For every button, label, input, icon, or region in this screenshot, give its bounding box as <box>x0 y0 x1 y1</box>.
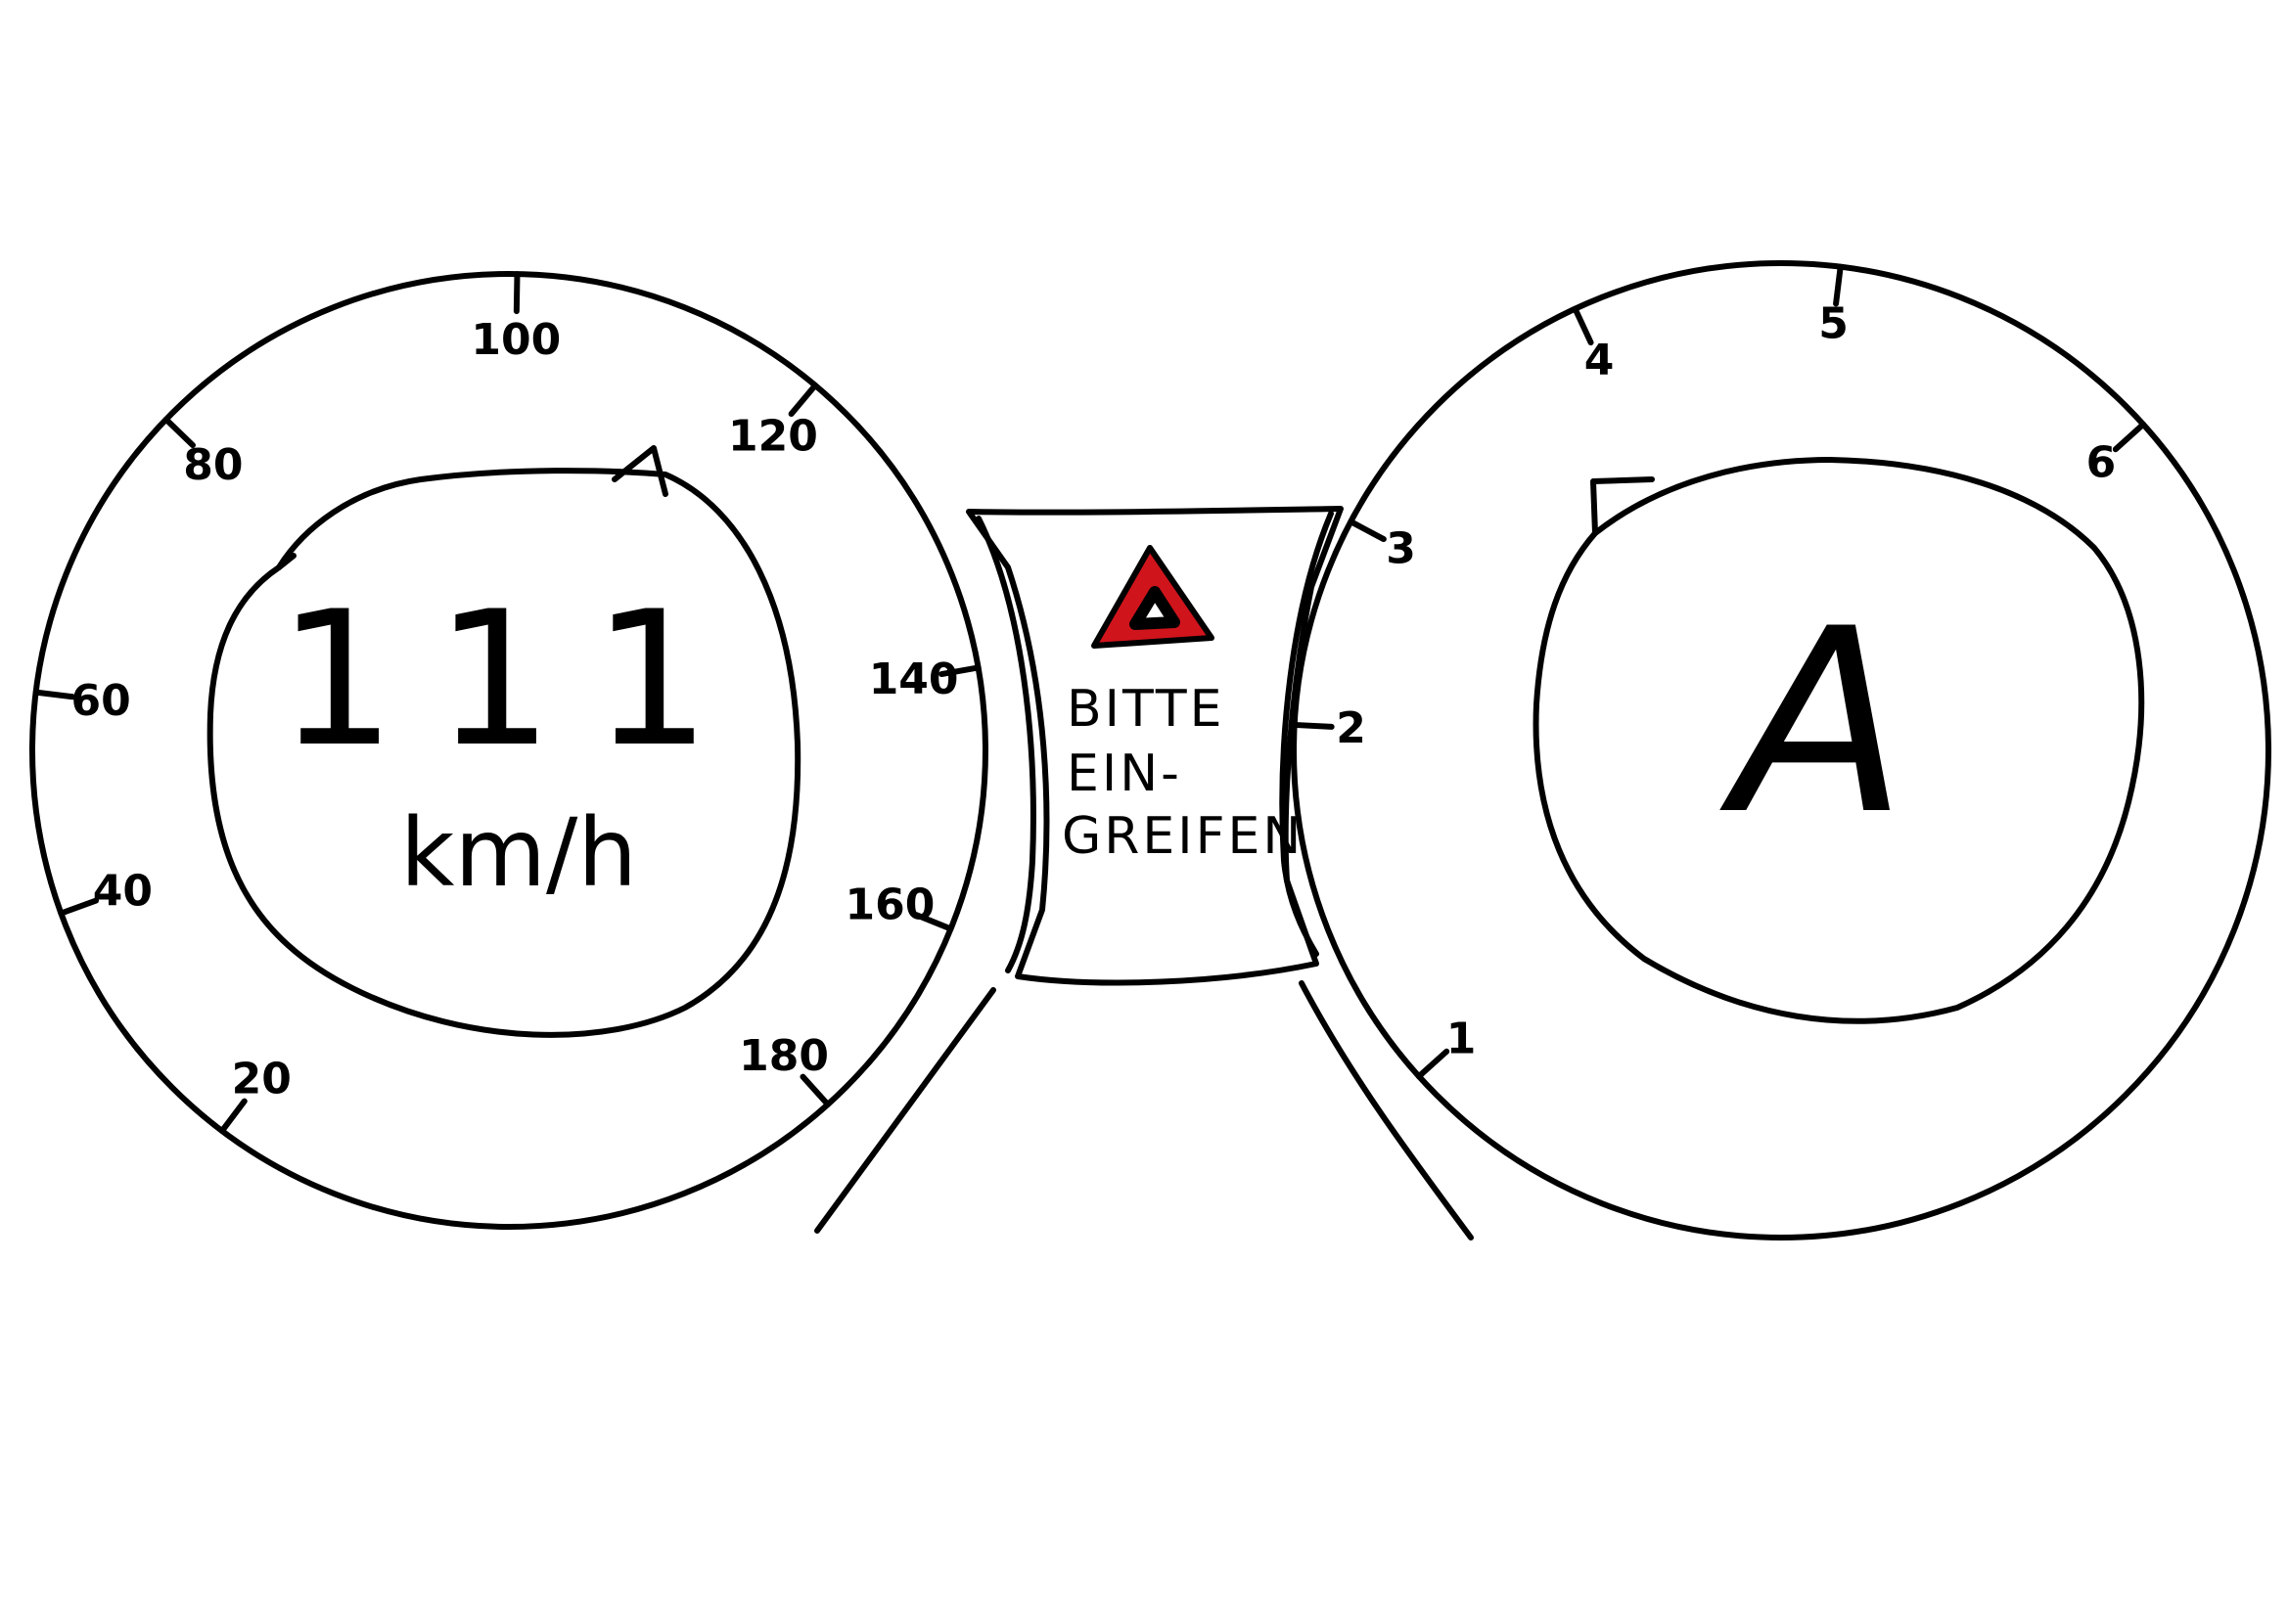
speed-tick-140 <box>938 664 982 678</box>
speed-tick-label-60: 60 <box>71 676 131 726</box>
gear-dial-scale: 1 2 3 4 5 6 <box>1291 263 2147 1080</box>
gear-tick-1 <box>1415 1048 1450 1080</box>
speed-tick-100 <box>513 271 521 315</box>
warning-line-1: BITTE <box>1067 680 1224 739</box>
speedometer-inner-display <box>206 468 801 1038</box>
speedometer-inner-notch <box>276 553 297 570</box>
right-divider-arc <box>1279 511 1334 957</box>
speedometer-outer-ring <box>29 271 988 1230</box>
gear-tick-label-1: 1 <box>1446 1014 1477 1063</box>
speed-tick-label-180: 180 <box>739 1031 829 1081</box>
gear-marker-icon <box>1590 476 1655 536</box>
gear-tick-label-4: 4 <box>1584 336 1615 385</box>
gear-dial-inner-display <box>1533 457 2145 1024</box>
speed-tick-label-140: 140 <box>869 654 959 704</box>
speedometer-scale: 20 40 60 80 100 120 140 160 180 <box>32 271 982 1134</box>
warning-line-3: GREIFEN <box>1062 807 1304 866</box>
gear-tick-5 <box>1833 263 1844 307</box>
speed-tick-60 <box>32 689 76 700</box>
speed-tick-label-120: 120 <box>728 411 818 461</box>
right-road-line <box>1299 980 1474 1241</box>
speed-tick-label-100: 100 <box>471 315 561 365</box>
left-road-line <box>814 987 996 1234</box>
speedometer: 20 40 60 80 100 120 140 160 180 111 km/h <box>29 271 988 1230</box>
gear-dial-outer-ring <box>1291 260 2271 1241</box>
center-warning-panel: BITTE EIN- GREIFEN <box>814 506 1474 1241</box>
speed-tick-label-40: 40 <box>93 867 153 917</box>
gear-tick-6 <box>2112 421 2147 453</box>
left-divider-arc <box>976 516 1036 973</box>
gear-tick-4 <box>1572 305 1594 346</box>
speed-marker-icon <box>612 445 668 497</box>
speed-unit: km/h <box>400 798 637 908</box>
speed-tick-120 <box>788 382 819 418</box>
gear-tick-3 <box>1348 519 1387 543</box>
hazard-triangle-icon <box>1091 545 1214 649</box>
speed-tick-label-80: 80 <box>183 440 243 490</box>
gear-tick-label-2: 2 <box>1336 703 1366 753</box>
gear-tick-2 <box>1291 721 1335 730</box>
speed-tick-label-20: 20 <box>232 1054 292 1104</box>
speed-value: 111 <box>278 571 751 788</box>
speed-tick-40 <box>58 897 100 917</box>
speed-tick-180 <box>800 1073 831 1107</box>
gear-tick-label-5: 5 <box>1818 298 1849 348</box>
gear-tick-label-3: 3 <box>1386 523 1416 573</box>
speed-tick-160 <box>913 912 954 932</box>
current-gear: A <box>1717 575 1907 871</box>
warning-line-2: EIN- <box>1067 744 1182 803</box>
gear-tick-label-6: 6 <box>2086 438 2117 488</box>
gear-dial: 1 2 3 4 5 6 A <box>1291 260 2271 1241</box>
speed-tick-label-160: 160 <box>845 880 935 929</box>
speed-tick-20 <box>218 1098 248 1134</box>
speed-tick-80 <box>162 416 197 449</box>
